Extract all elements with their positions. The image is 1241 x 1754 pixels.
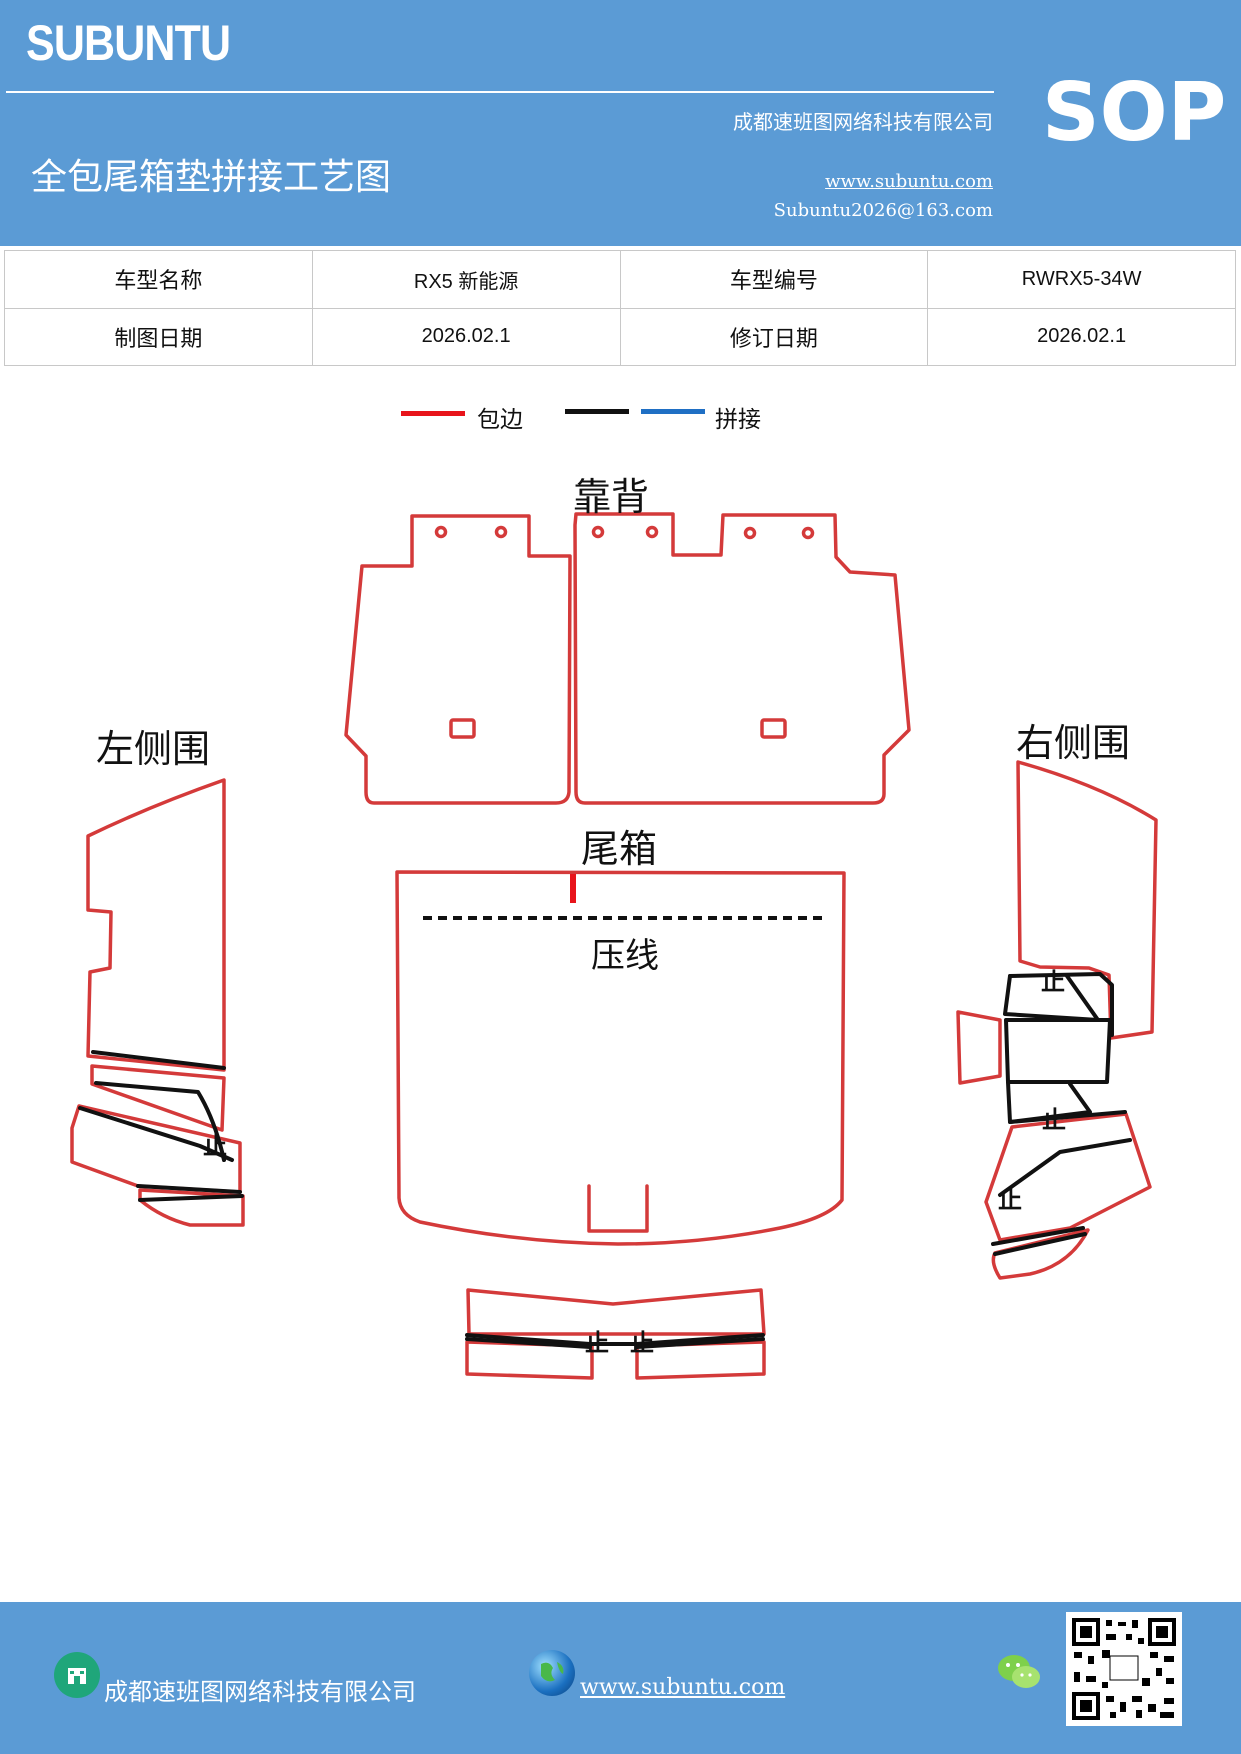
backrest-hole (591, 525, 605, 539)
left-splice-line (136, 1184, 242, 1194)
backrest-right-piece (573, 512, 911, 805)
globe-icon (529, 1650, 575, 1696)
model-name-value: RX5 新能源 (311, 250, 621, 309)
left-side-mid-piece (90, 1064, 226, 1132)
stop-mark: 止 (1042, 1106, 1066, 1134)
info-table: 车型名称 RX5 新能源 车型编号 RWRX5-34W 制图日期 2026.02… (4, 250, 1236, 366)
backrest-hole (645, 525, 659, 539)
model-code-label: 车型编号 (619, 250, 929, 309)
model-name-label: 车型名称 (4, 250, 313, 309)
legend-splice-black-swatch (565, 409, 629, 414)
header-email: Subuntu2026@163.com (773, 200, 993, 221)
table-row: 车型名称 RX5 新能源 车型编号 RWRX5-34W (4, 250, 1236, 309)
stop-mark: 止 (203, 1132, 227, 1160)
stop-mark: 止 (998, 1186, 1022, 1214)
backrest-hole (494, 525, 508, 539)
right-splice-line (1008, 1110, 1127, 1124)
right-splice-line (1003, 974, 1100, 1022)
left-splice-line (91, 1050, 226, 1070)
right-side-label: 右侧围 (1016, 721, 1131, 765)
right-side-bottom-piece (991, 1228, 1090, 1280)
left-side-label: 左侧围 (96, 727, 211, 771)
header-banner: SUBUNTU 成都速班图网络科技有限公司 全包尾箱垫拼接工艺图 www.sub… (0, 0, 1241, 246)
stop-mark: 止 (630, 1329, 654, 1357)
right-splice-line (993, 1232, 1087, 1256)
backrest-label: 靠背 (573, 475, 650, 519)
left-splice-line (94, 1081, 226, 1162)
backrest-slot (760, 718, 787, 739)
legend-splice-blue-swatch (641, 409, 705, 414)
brand-logo: SUBUNTU (26, 15, 231, 71)
qr-code-icon (1066, 1612, 1182, 1726)
left-side-upper-piece (86, 778, 226, 1072)
draw-date-value: 2026.02.1 (311, 307, 621, 366)
bottom-top-piece (466, 1288, 766, 1336)
bottom-splice-line (465, 1337, 592, 1349)
right-splice-line (998, 1138, 1132, 1197)
draw-date-label: 制图日期 (4, 307, 313, 366)
model-code-value: RWRX5-34W (927, 250, 1236, 309)
right-splice-line (1004, 1018, 1112, 1084)
right-side-upper-piece (1016, 760, 1158, 1040)
footer-company: 成都速班图网络科技有限公司 (104, 1678, 416, 1706)
right-side-lower-piece (984, 1112, 1152, 1242)
revise-date-label: 修订日期 (619, 307, 929, 366)
legend-edge-label: 包边 (477, 407, 523, 433)
stop-mark: 止 (585, 1329, 609, 1357)
footer-banner: 成都速班图网络科技有限公司 www.subuntu.com (0, 1602, 1241, 1754)
header-company: 成都速班图网络科技有限公司 (733, 110, 993, 134)
header-website-link[interactable]: www.subuntu.com (825, 171, 993, 192)
page-title: 全包尾箱垫拼接工艺图 (31, 157, 392, 198)
left-splice-line (138, 1194, 244, 1202)
legend-edge-swatch (401, 411, 465, 416)
stop-mark: 止 (1041, 968, 1065, 996)
bottom-splice-line (465, 1333, 765, 1346)
backrest-hole (743, 526, 757, 540)
backrest-slot (449, 718, 476, 739)
footer-website-link[interactable]: www.subuntu.com (580, 1675, 786, 1700)
right-splice-line (1008, 972, 1114, 1037)
trunk-bottom-notch (587, 1184, 649, 1233)
legend-splice-label: 拼接 (715, 407, 761, 433)
legend: 包边 拼接 (0, 400, 1241, 440)
wechat-icon[interactable] (996, 1652, 1042, 1692)
press-line-label: 压线 (591, 936, 659, 976)
right-side-small-piece (956, 1010, 1002, 1085)
trunk-main-piece (395, 870, 846, 1246)
revise-date-value: 2026.02.1 (927, 307, 1236, 366)
backrest-hole (434, 525, 448, 539)
table-row: 制图日期 2026.02.1 修订日期 2026.02.1 (4, 307, 1236, 366)
left-splice-line (78, 1106, 234, 1162)
company-building-icon (54, 1652, 100, 1698)
backrest-hole (801, 526, 815, 540)
header-divider (6, 91, 994, 93)
backrest-left-piece (344, 514, 572, 805)
bottom-splice-line (635, 1337, 765, 1349)
trunk-label: 尾箱 (581, 827, 658, 871)
right-splice-line (991, 1226, 1085, 1246)
sop-badge: SOP (1042, 66, 1227, 159)
